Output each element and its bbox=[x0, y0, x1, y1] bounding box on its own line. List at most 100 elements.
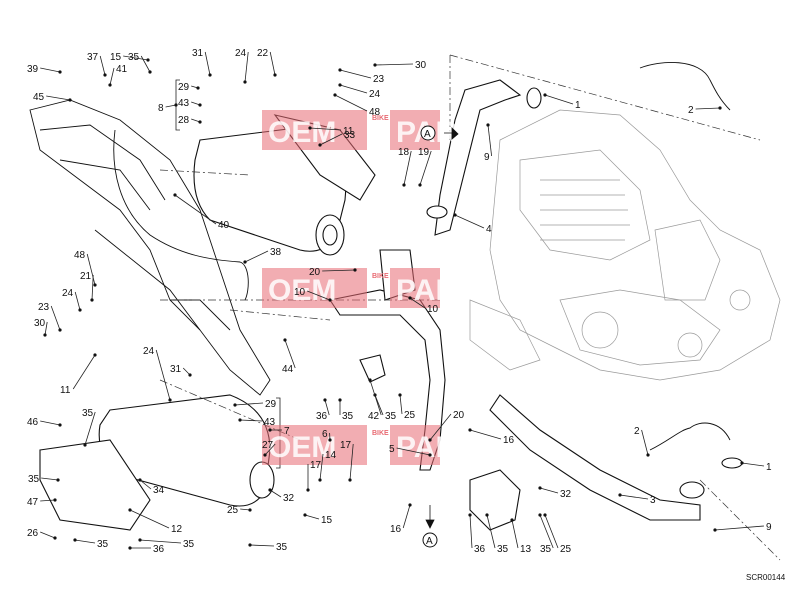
callout-anchor-30 bbox=[43, 333, 46, 336]
callout-anchor-32 bbox=[268, 488, 271, 491]
callout-label-17: 17 bbox=[310, 460, 322, 471]
callout-label-33: 33 bbox=[344, 130, 356, 141]
callout-label-26: 26 bbox=[27, 528, 39, 539]
callout-anchor-41 bbox=[108, 83, 111, 86]
callout-anchor-10 bbox=[328, 298, 331, 301]
callout-label-13: 13 bbox=[520, 544, 532, 555]
callout-label-25: 25 bbox=[404, 410, 416, 421]
callout-label-7: 7 bbox=[284, 426, 290, 437]
callout-label-27: 27 bbox=[262, 440, 274, 451]
callout-leader-38 bbox=[245, 251, 268, 262]
callout-leader-1 bbox=[742, 463, 764, 466]
callout-anchor-43 bbox=[238, 418, 241, 421]
callout-label-39: 39 bbox=[27, 64, 39, 75]
callout-anchor-19 bbox=[418, 183, 421, 186]
callout-leader-36 bbox=[470, 515, 472, 548]
callout-anchor-45 bbox=[68, 98, 71, 101]
callout-label-5: 5 bbox=[389, 444, 395, 455]
callout-label-15: 15 bbox=[110, 52, 122, 63]
watermark-right-text: PARTS bbox=[396, 116, 495, 149]
callout-label-42: 42 bbox=[368, 411, 380, 422]
callout-leader-45 bbox=[46, 96, 70, 100]
callout-label-30: 30 bbox=[415, 60, 427, 71]
callout-anchor-18 bbox=[402, 183, 405, 186]
callout-anchor-12 bbox=[128, 508, 131, 511]
callout-anchor-47 bbox=[53, 498, 56, 501]
callout-anchor-25 bbox=[248, 508, 251, 511]
callout-label-35: 35 bbox=[97, 539, 109, 550]
callout-anchor-35 bbox=[338, 398, 341, 401]
callout-label-10: 10 bbox=[427, 304, 439, 315]
callout-leader-24 bbox=[75, 292, 80, 310]
callout-leader-9 bbox=[715, 526, 764, 530]
callout-anchor-35 bbox=[538, 513, 541, 516]
callout-leader-35 bbox=[141, 56, 150, 72]
callout-label-43: 43 bbox=[178, 98, 190, 109]
callout-anchor-4 bbox=[453, 213, 456, 216]
callout-label-21: 21 bbox=[80, 271, 92, 282]
callout-anchor-35 bbox=[248, 543, 251, 546]
callout-label-17: 17 bbox=[340, 440, 352, 451]
callout-leader-39 bbox=[40, 68, 60, 72]
callout-label-6: 6 bbox=[322, 429, 328, 440]
callout-leader-23 bbox=[51, 306, 60, 330]
callout-anchor-43 bbox=[198, 103, 201, 106]
callout-anchor-34 bbox=[138, 478, 141, 481]
callout-label-20: 20 bbox=[309, 267, 321, 278]
heat-shield-small bbox=[360, 355, 385, 382]
callout-label-24: 24 bbox=[369, 89, 381, 100]
callout-label-12: 12 bbox=[171, 524, 183, 535]
callout-anchor-33 bbox=[318, 143, 321, 146]
callout-label-35: 35 bbox=[183, 539, 195, 550]
callout-leader-41 bbox=[110, 68, 114, 85]
callout-leader-2 bbox=[642, 430, 648, 455]
callout-anchor-2 bbox=[646, 453, 649, 456]
callout-label-35: 35 bbox=[497, 544, 509, 555]
callout-leader-24 bbox=[340, 85, 367, 93]
callout-anchor-44 bbox=[283, 338, 286, 341]
callout-anchor-35 bbox=[73, 538, 76, 541]
callout-anchor-25 bbox=[543, 513, 546, 516]
callout-label-3: 3 bbox=[650, 495, 656, 506]
callout-anchor-31 bbox=[208, 73, 211, 76]
callout-label-25: 25 bbox=[227, 505, 239, 516]
callout-label-44: 44 bbox=[282, 364, 294, 375]
callout-anchor-14 bbox=[318, 478, 321, 481]
callout-label-16: 16 bbox=[390, 524, 402, 535]
callout-label-28: 28 bbox=[178, 115, 190, 126]
callout-leader-42 bbox=[370, 380, 381, 415]
callout-anchor-39 bbox=[58, 70, 61, 73]
callout-anchor-23 bbox=[58, 328, 61, 331]
callout-anchor-29 bbox=[233, 403, 236, 406]
callout-leader-15 bbox=[305, 515, 319, 519]
callout-leader-23 bbox=[340, 70, 371, 78]
reference-marker-a-bottom: A bbox=[423, 505, 437, 547]
callout-label-47: 47 bbox=[27, 497, 39, 508]
callout-anchor-5 bbox=[428, 453, 431, 456]
callout-label-32: 32 bbox=[283, 493, 295, 504]
callout-label-4: 4 bbox=[486, 224, 492, 235]
callout-anchor-35 bbox=[83, 443, 86, 446]
callout-label-36: 36 bbox=[316, 411, 328, 422]
callout-leader-48 bbox=[335, 95, 367, 111]
callout-label-23: 23 bbox=[373, 74, 385, 85]
callout-leader-35 bbox=[250, 545, 274, 546]
engine-outline bbox=[470, 110, 780, 380]
callout-anchor-48 bbox=[93, 283, 96, 286]
callout-anchor-30 bbox=[373, 63, 376, 66]
callout-label-40: 40 bbox=[218, 220, 230, 231]
callout-label-8: 8 bbox=[158, 103, 164, 114]
callout-anchor-26 bbox=[53, 536, 56, 539]
oxygen-sensor-lower bbox=[650, 423, 730, 450]
watermark-left-text: OEM bbox=[268, 116, 336, 149]
callout-label-35: 35 bbox=[385, 411, 397, 422]
callout-anchor-7 bbox=[268, 428, 271, 431]
callout-label-38: 38 bbox=[270, 247, 282, 258]
callout-anchor-3 bbox=[618, 493, 621, 496]
callout-anchor-6 bbox=[328, 438, 331, 441]
callout-label-10: 10 bbox=[294, 287, 306, 298]
callout-anchor-9 bbox=[486, 123, 489, 126]
callout-anchor-22 bbox=[273, 73, 276, 76]
callout-leader-46 bbox=[40, 421, 60, 425]
callout-leader-22 bbox=[270, 52, 275, 75]
